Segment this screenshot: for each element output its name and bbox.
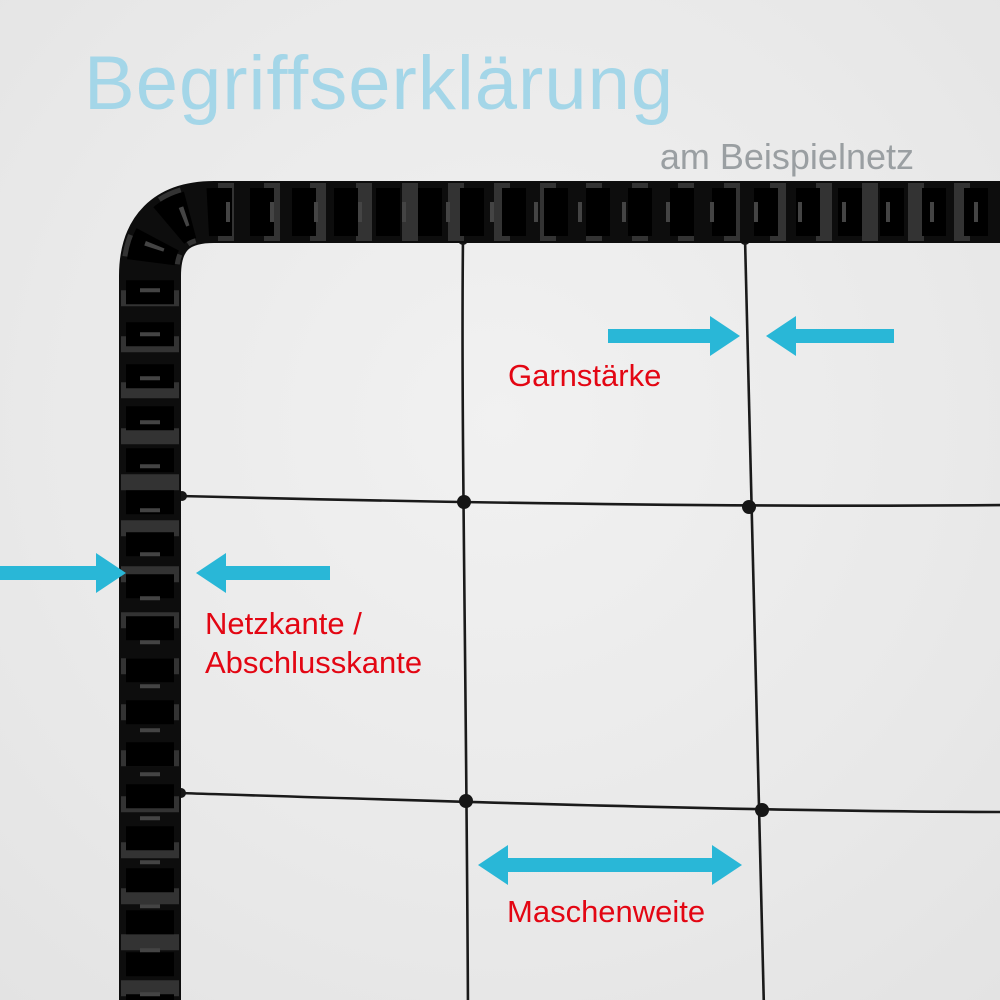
maschenweite-arrow [478, 845, 742, 885]
page-subtitle: am Beispielnetz [659, 136, 914, 177]
knot [459, 794, 473, 808]
garnstaerke-arrow-left [608, 316, 740, 356]
knot [742, 500, 756, 514]
garnstaerke-arrow-right [766, 316, 894, 356]
label-garnstaerke: Garnstärke [508, 358, 662, 393]
page-title: Begriffserklärung [84, 41, 675, 126]
netzkante-arrow-right [196, 553, 330, 593]
net-horizontal-line-2 [178, 791, 1000, 814]
net-vertical-line-2 [743, 237, 766, 1000]
rope-braid-texture [126, 188, 1000, 1000]
label-netzkante-line1: Netzkante / [205, 606, 362, 641]
label-netzkante: Netzkante / Abschlusskante [205, 604, 422, 682]
label-netzkante-line2: Abschlusskante [205, 645, 423, 680]
net-border-rope [119, 181, 1000, 1000]
label-maschenweite: Maschenweite [507, 894, 706, 929]
measurement-arrows [0, 316, 894, 885]
netzkante-arrow-left [0, 553, 126, 593]
net-mesh-lines [178, 237, 1000, 1000]
knot [755, 803, 769, 817]
knot [457, 495, 471, 509]
net-horizontal-line-1 [179, 494, 1000, 507]
net-knots [176, 235, 769, 817]
net-vertical-line-1 [461, 237, 470, 1000]
